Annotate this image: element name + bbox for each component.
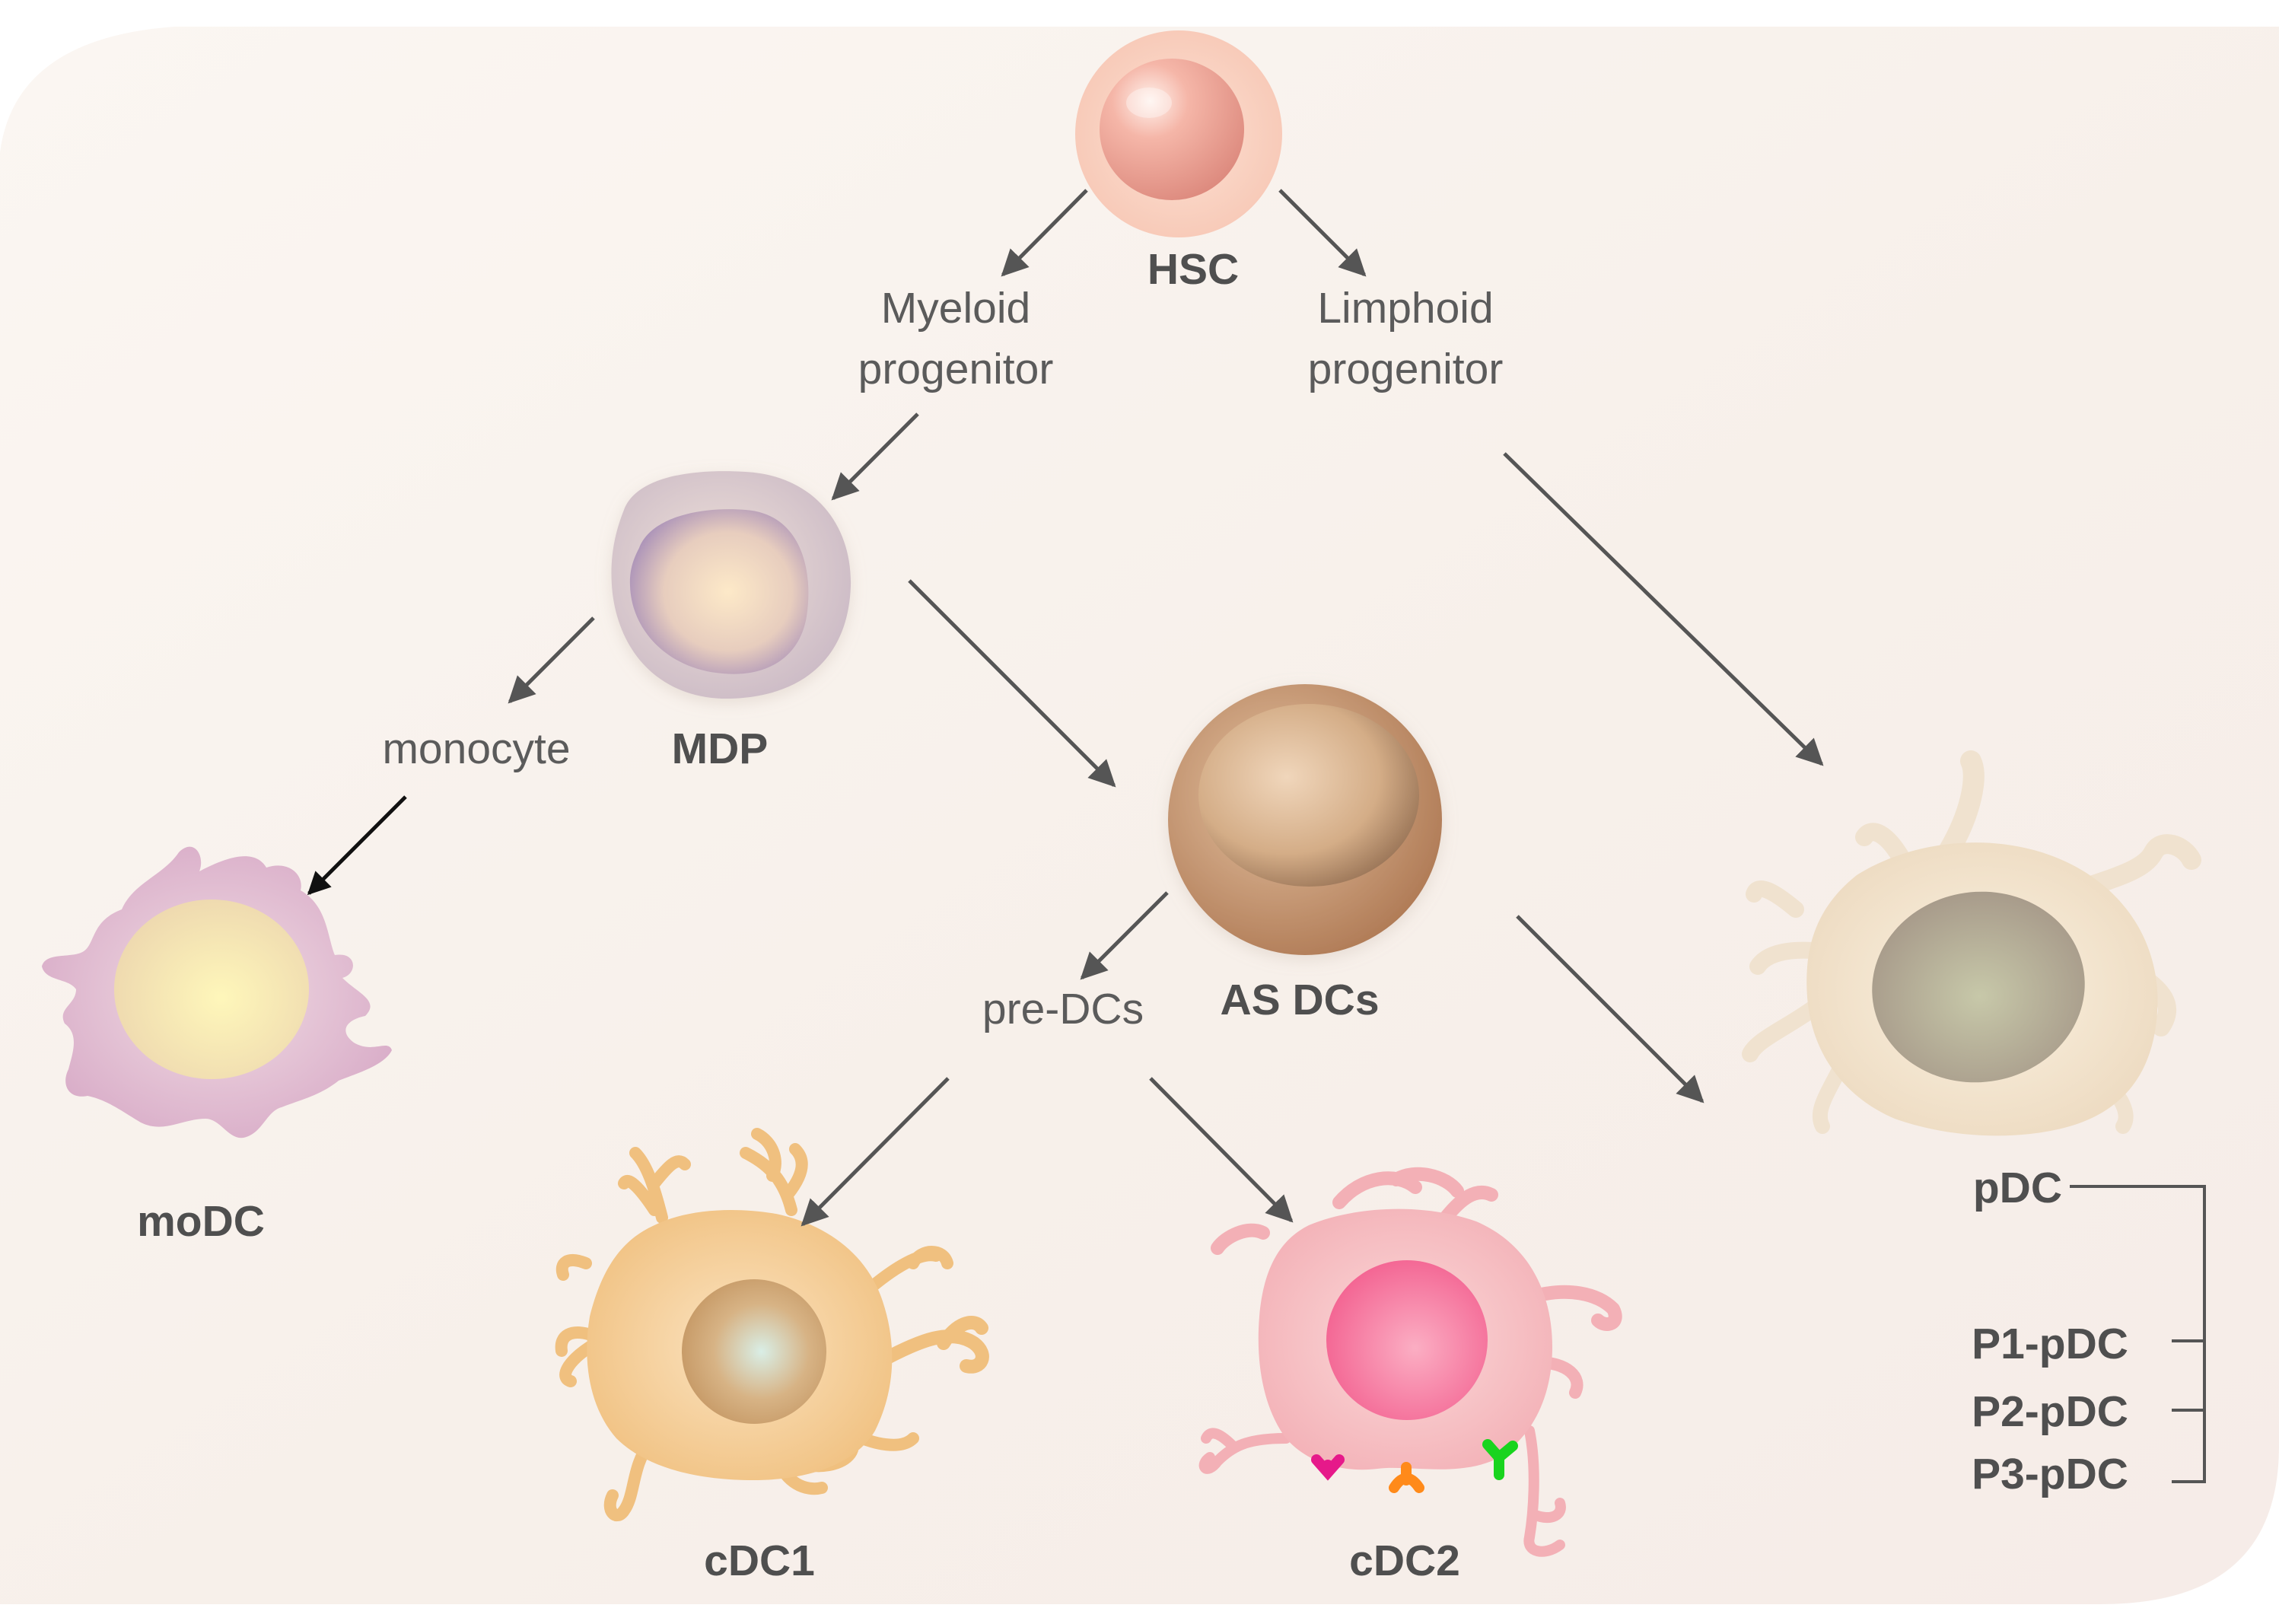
- magenta-receptor-icon: [1311, 1454, 1345, 1481]
- as-dcs-cell: [1168, 684, 1442, 955]
- p1-pdc-label: P1-pDC: [1972, 1320, 2128, 1368]
- modc-cell: [42, 846, 392, 1138]
- arrow-hsc-to-myeloid: [1001, 189, 1088, 277]
- cdc2-label: cDC2: [1349, 1536, 1460, 1585]
- arrows: [508, 189, 1824, 1227]
- arrow-pre-dcs-to-cdc1: [801, 1077, 950, 1227]
- arrow-mdp-to-monocyte: [508, 616, 595, 704]
- pdc-label: pDC: [1973, 1164, 2062, 1212]
- pre-dcs-label: pre-DCs: [982, 985, 1144, 1033]
- arrow-as-dcs-to-pdc: [1516, 915, 1704, 1103]
- myeloid-progenitor-label-line1: Myeloid: [881, 284, 1030, 333]
- cdc2-receptors: [1311, 1439, 1518, 1493]
- lymphoid-progenitor-label-line1: Limphoid: [1317, 284, 1493, 333]
- arrow-pre-dcs-to-cdc2: [1149, 1077, 1294, 1223]
- orange-receptor-icon: [1389, 1462, 1424, 1493]
- p3-pdc-label: P3-pDC: [1972, 1450, 2128, 1498]
- arrow-monocyte-to-modc: [307, 795, 407, 896]
- arrow-lymphoid-to-pdc: [1503, 452, 1824, 766]
- cdc1-cell: [555, 1128, 989, 1521]
- green-receptor-icon: [1482, 1439, 1518, 1480]
- hsc-label: HSC: [1147, 245, 1239, 294]
- mdp-label: MDP: [672, 724, 769, 773]
- as-dcs-label: AS DCs: [1220, 976, 1379, 1024]
- cdc1-label: cDC1: [704, 1536, 815, 1585]
- modc-label: moDC: [137, 1197, 265, 1246]
- cdc2-cell: [1198, 1167, 1622, 1557]
- arrow-myeloid-to-mdp: [831, 412, 919, 501]
- lymphoid-progenitor-label-line2: progenitor: [1308, 345, 1504, 393]
- mdp-cell: [611, 471, 851, 699]
- arrow-as-dcs-to-pre-dcs: [1080, 891, 1169, 980]
- arrow-hsc-to-lymphoid: [1278, 189, 1367, 277]
- myeloid-progenitor-label-line2: progenitor: [858, 345, 1054, 393]
- p2-pdc-label: P2-pDC: [1972, 1387, 2128, 1436]
- monocyte-label: monocyte: [382, 724, 570, 773]
- background-panel: [0, 27, 2279, 1604]
- hsc-cell: [1075, 30, 1282, 237]
- pdc-cell: [1742, 750, 2201, 1136]
- pdc-subset-bracket: [2070, 1185, 2206, 1483]
- arrow-mdp-to-as-dcs: [908, 579, 1116, 788]
